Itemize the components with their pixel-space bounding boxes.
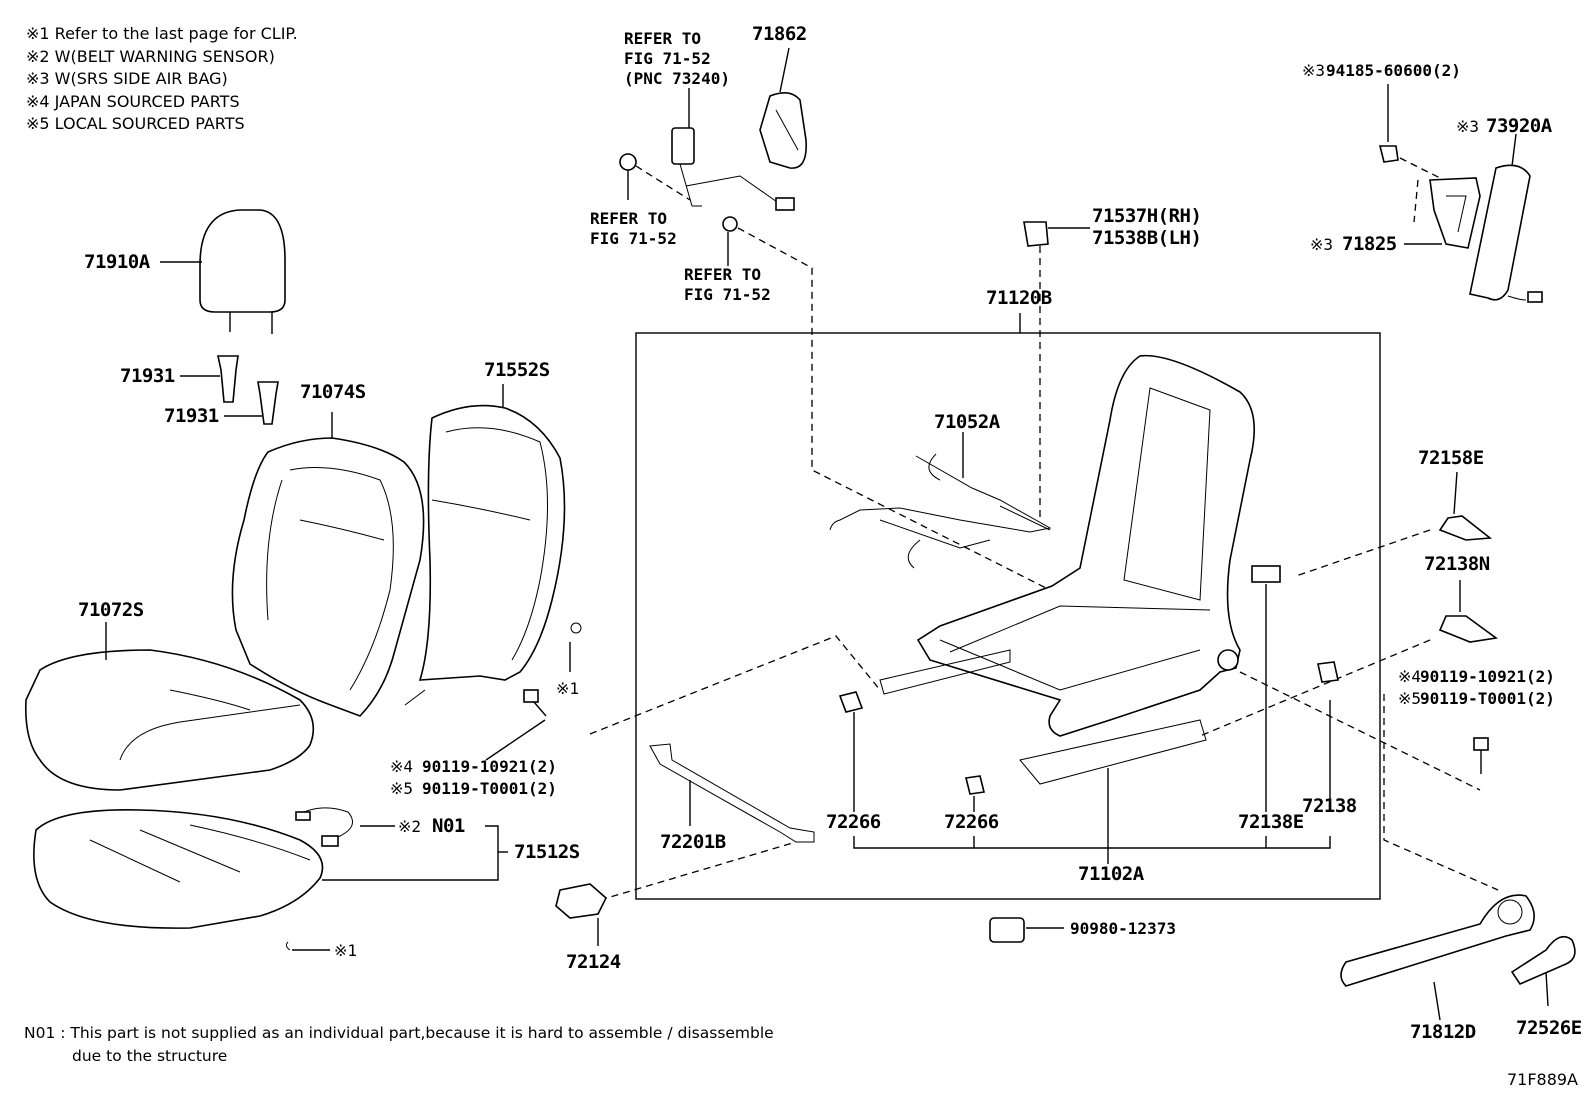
- label-71052a: 71052A: [934, 411, 1001, 433]
- label-mark3a: ※3: [1302, 61, 1325, 80]
- label-71072s: 71072S: [78, 599, 144, 621]
- label-71910a: 71910A: [84, 251, 151, 273]
- note-4: ※4 JAPAN SOURCED PARTS: [26, 91, 240, 111]
- seat-frame-part[interactable]: [879, 354, 1256, 785]
- lever-cover-part[interactable]: [1510, 935, 1576, 986]
- label-72158e: 72158E: [1418, 447, 1484, 469]
- label-90119-t0001-b: 90119-T0001(2): [1420, 689, 1555, 708]
- assembly-frame-box: [635, 332, 1381, 900]
- label-72266-1: 72266: [826, 811, 881, 833]
- label-pnc-73240: (PNC 73240): [624, 69, 730, 88]
- note-1: ※1 Refer to the last page for CLIP.: [26, 24, 298, 43]
- label-refer-to-2: REFER TO: [590, 209, 667, 228]
- seatback-cover-part[interactable]: [231, 437, 425, 717]
- cover-part-72138e[interactable]: [1251, 565, 1281, 583]
- label-mark5b: ※5: [1398, 689, 1421, 708]
- label-71102a: 71102A: [1078, 863, 1145, 885]
- connector-part-90980[interactable]: [989, 917, 1025, 943]
- headrest-support-part-1[interactable]: [217, 355, 239, 403]
- cover-clip-part[interactable]: [1023, 221, 1049, 247]
- label-71812d: 71812D: [1410, 1021, 1476, 1043]
- label-90119-10921-a: 90119-10921(2): [422, 757, 557, 776]
- seat-cushion-cover-part[interactable]: [24, 649, 315, 791]
- label-mark4a: ※4: [390, 757, 413, 776]
- note-3: ※3 W(SRS SIDE AIR BAG): [26, 69, 228, 88]
- label-refer-to-1: REFER TO: [624, 29, 701, 48]
- label-72138n: 72138N: [1424, 553, 1490, 575]
- label-mark4b: ※4: [1398, 667, 1421, 686]
- label-n01: N01: [432, 815, 465, 837]
- label-90980-12373: 90980-12373: [1070, 919, 1176, 938]
- airbag-bracket-part[interactable]: [1429, 177, 1481, 249]
- bolt-left-part[interactable]: [523, 689, 547, 717]
- label-71931-1: 71931: [120, 365, 175, 387]
- clip-part-72266-1[interactable]: [838, 691, 864, 713]
- footnote-line-2: due to the structure: [72, 1047, 228, 1065]
- label-71512s: 71512S: [514, 841, 580, 863]
- clip-part-72138[interactable]: [1317, 661, 1339, 683]
- label-fig-71-52-2: FIG 71-52: [590, 229, 677, 248]
- footnote-line-1: N01 : This part is not supplied as an in…: [24, 1024, 774, 1042]
- footnote: N01 : This part is not supplied as an in…: [24, 1022, 774, 1068]
- label-90119-t0001-a: 90119-T0001(2): [422, 779, 557, 798]
- label-72124: 72124: [566, 951, 621, 973]
- washer-part[interactable]: [722, 216, 738, 232]
- label-71537h: 71537H(RH): [1092, 205, 1201, 227]
- label-mark5a: ※5: [390, 779, 413, 798]
- label-94185-60600: 94185-60600(2): [1326, 61, 1461, 80]
- label-72266-2: 72266: [944, 811, 999, 833]
- hinge-cover-part-72158e[interactable]: [1438, 515, 1493, 541]
- label-71862: 71862: [752, 23, 807, 45]
- label-mark1a: ※1: [556, 679, 579, 698]
- label-71538b: 71538B(LH): [1092, 227, 1201, 249]
- label-fig-71-52-1: FIG 71-52: [624, 49, 711, 68]
- label-72526e: 72526E: [1516, 1017, 1582, 1039]
- rod-part-72201b[interactable]: [649, 743, 815, 843]
- headrest-support-part-2[interactable]: [257, 381, 279, 425]
- hinge-cover-part-72138n[interactable]: [1438, 615, 1499, 643]
- label-72138: 72138: [1302, 795, 1357, 817]
- nut-part-top[interactable]: [619, 153, 637, 171]
- seatback-pad-part[interactable]: [404, 404, 566, 706]
- label-mark3b: ※3: [1456, 117, 1479, 136]
- label-71931-2: 71931: [164, 405, 219, 427]
- label-fig-71-52-3: FIG 71-52: [684, 285, 771, 304]
- label-mark3c: ※3: [1310, 235, 1333, 254]
- belt-warning-sensor-part[interactable]: [295, 807, 353, 847]
- label-71552s: 71552S: [484, 359, 550, 381]
- label-refer-to-3: REFER TO: [684, 265, 761, 284]
- nut-part-right[interactable]: [1378, 145, 1399, 163]
- label-mark1b: ※1: [334, 941, 357, 960]
- figure-code: 71F889A: [1506, 1070, 1578, 1089]
- seat-belt-buckle-part[interactable]: [671, 127, 795, 211]
- side-cover-part-71862[interactable]: [759, 92, 807, 169]
- label-73920a: 73920A: [1486, 115, 1553, 137]
- notes-list: ※1 Refer to the last page for CLIP. ※2 W…: [26, 23, 298, 136]
- seat-shield-part[interactable]: [1340, 894, 1535, 987]
- bolt-right-part[interactable]: [1473, 737, 1489, 774]
- label-mark2: ※2: [398, 817, 421, 836]
- label-90119-10921-b: 90119-10921(2): [1420, 667, 1555, 686]
- seat-spring-part[interactable]: [829, 453, 1052, 569]
- note-2: ※2 W(BELT WARNING SENSOR): [26, 46, 275, 66]
- part-72124[interactable]: [555, 883, 607, 919]
- headrest-part[interactable]: [199, 209, 286, 334]
- side-airbag-part[interactable]: [1469, 164, 1543, 303]
- label-71074s: 71074S: [300, 381, 366, 403]
- seat-cushion-pad-part[interactable]: [33, 809, 324, 929]
- note-5: ※5 LOCAL SOURCED PARTS: [26, 114, 245, 133]
- label-72201b: 72201B: [660, 831, 726, 853]
- label-71120b: 71120B: [986, 287, 1052, 309]
- label-72138e: 72138E: [1238, 811, 1304, 833]
- label-71825: 71825: [1342, 233, 1397, 255]
- clip-part-72266-2[interactable]: [965, 775, 985, 795]
